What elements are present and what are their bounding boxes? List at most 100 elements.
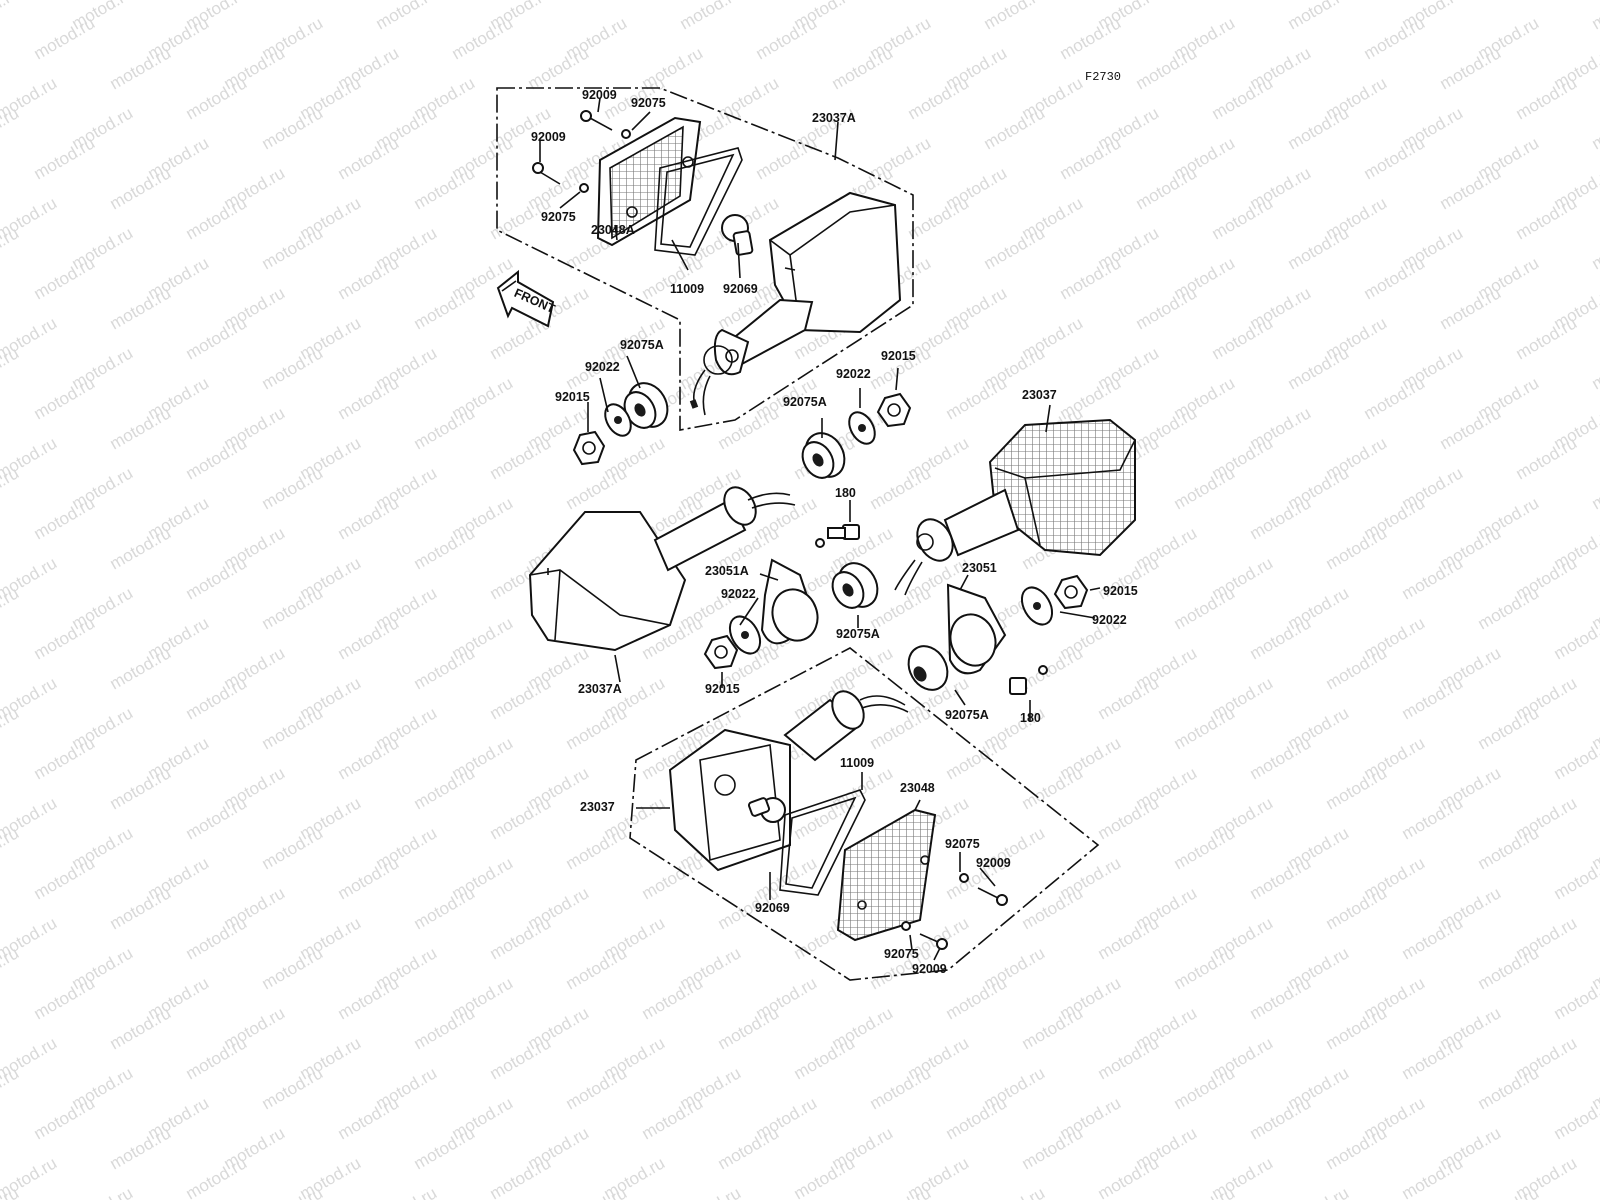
watermark-text: motod.ru (1475, 943, 1543, 993)
label-180: 180 (1020, 711, 1041, 725)
watermark-text: motod.ru (183, 553, 251, 603)
watermark-text: motod.ru (487, 1033, 555, 1083)
watermark-text: motod.ru (563, 1183, 631, 1200)
label-92075A: 92075A (836, 627, 880, 641)
label-92075A: 92075A (783, 395, 827, 409)
watermark-text: motod.ru (1133, 43, 1201, 93)
watermark-text: motod.ru (905, 0, 973, 3)
watermark-text: motod.ru (1323, 1123, 1391, 1173)
right-turn-signal-assembly (801, 367, 1136, 596)
watermark-text: motod.ru (1285, 0, 1353, 33)
watermark-text: motod.ru (69, 1183, 137, 1200)
watermark-text: motod.ru (943, 373, 1011, 423)
label-23037A: 23037A (812, 111, 856, 125)
watermark-text: motod.ru (639, 973, 707, 1023)
watermark-text: motod.ru (943, 733, 1011, 783)
watermark-text: motod.ru (1589, 1183, 1600, 1200)
watermark-text: motod.ru (639, 853, 707, 903)
watermark-text: motod.ru (107, 283, 175, 333)
label-92009: 92009 (976, 856, 1011, 870)
watermark-text: motod.ru (1399, 1153, 1467, 1200)
watermark-text: motod.ru (1019, 643, 1087, 693)
label-92075: 92075 (945, 837, 980, 851)
label-92022: 92022 (836, 367, 871, 381)
watermark-text: motod.ru (411, 1123, 479, 1173)
watermark-text: motod.ru (1171, 463, 1239, 513)
watermark-text: motod.ru (1361, 373, 1429, 423)
watermark-text: motod.ru (259, 1063, 327, 1113)
label-92075A: 92075A (945, 708, 989, 722)
watermark-text: motod.ru (1513, 193, 1581, 243)
label-92009: 92009 (531, 130, 566, 144)
right-washer-92022 (848, 411, 876, 445)
watermark-text: motod.ru (31, 373, 99, 423)
watermark-text: motod.ru (791, 1153, 859, 1200)
watermark-text: motod.ru (1247, 613, 1315, 663)
watermark-text: motod.ru (1399, 1033, 1467, 1083)
watermark-text: motod.ru (183, 433, 251, 483)
watermark-text: motod.ru (1247, 973, 1315, 1023)
watermark-text: motod.ru (1285, 343, 1353, 393)
watermark-text: motod.ru (1323, 1003, 1391, 1053)
watermark-text: motod.ru (1247, 493, 1315, 543)
lower-washer-92075-a (959, 873, 969, 883)
watermark-text: motod.ru (1437, 43, 1505, 93)
watermark-text: motod.ru (1475, 823, 1543, 873)
watermark-text: motod.ru (259, 823, 327, 873)
label-92015: 92015 (1103, 584, 1138, 598)
watermark-text: motod.ru (753, 133, 821, 183)
watermark-text: motod.ru (297, 0, 365, 3)
watermark-text: motod.ru (411, 163, 479, 213)
watermark-text: motod.ru (1057, 13, 1125, 63)
watermark-text: motod.ru (677, 1183, 745, 1200)
watermark-text: motod.ru (31, 973, 99, 1023)
label-23037A: 23037A (578, 682, 622, 696)
watermark-text: motod.ru (1171, 823, 1239, 873)
watermark-text: motod.ru (259, 223, 327, 273)
watermark-text: motod.ru (1513, 73, 1581, 123)
upper-gasket-11009 (654, 147, 743, 256)
label-92022: 92022 (1092, 613, 1127, 627)
mid-grommet-92075A (831, 562, 879, 609)
watermark-text: motod.ru (31, 493, 99, 543)
lower-screw-92009-b (919, 933, 948, 950)
upper-bulb-92069 (721, 214, 754, 256)
watermark-text: motod.ru (1285, 223, 1353, 273)
watermark-text: motod.ru (335, 373, 403, 423)
watermark-text: motod.ru (1171, 1063, 1239, 1113)
watermark-text: motod.ru (0, 0, 22, 33)
watermark-text: motod.ru (1095, 793, 1163, 843)
watermark-text: motod.ru (31, 133, 99, 183)
watermark-text: motod.ru (753, 13, 821, 63)
watermark-text: motod.ru (411, 883, 479, 933)
label-23048A: 23048A (591, 223, 635, 237)
watermark-text: motod.ru (259, 703, 327, 753)
upper-nut-92015 (572, 430, 606, 466)
watermark-text: motod.ru (1399, 913, 1467, 963)
watermark-text: motod.ru (1095, 1153, 1163, 1200)
watermark-text: motod.ru (563, 1063, 631, 1113)
watermark-text: motod.ru (1361, 133, 1429, 183)
label-92075: 92075 (631, 96, 666, 110)
watermark-text: motod.ru (1589, 103, 1600, 153)
watermark-text: motod.ru (449, 13, 517, 63)
label-92075: 92075 (541, 210, 576, 224)
watermark-text: motod.ru (1513, 433, 1581, 483)
watermark-text: motod.ru (335, 493, 403, 543)
watermark-text: motod.ru (981, 103, 1049, 153)
watermark-text: motod.ru (677, 0, 745, 33)
watermark-text: motod.ru (1019, 763, 1087, 813)
watermark-text: motod.ru (107, 43, 175, 93)
label-23048: 23048 (900, 781, 935, 795)
watermark-text: motod.ru (487, 673, 555, 723)
watermark-text: motod.ru (335, 1093, 403, 1143)
watermark-text: motod.ru (411, 283, 479, 333)
rr-grommet-92075A (907, 645, 949, 691)
lower-screw-92009-a (977, 887, 1008, 906)
watermark-text: motod.ru (259, 583, 327, 633)
label-11009: 11009 (670, 282, 704, 296)
watermark-text: motod.ru (335, 613, 403, 663)
watermark-text: motod.ru (1171, 583, 1239, 633)
right-grommet-92075A (801, 432, 846, 479)
upper-signal-housing (689, 191, 902, 416)
